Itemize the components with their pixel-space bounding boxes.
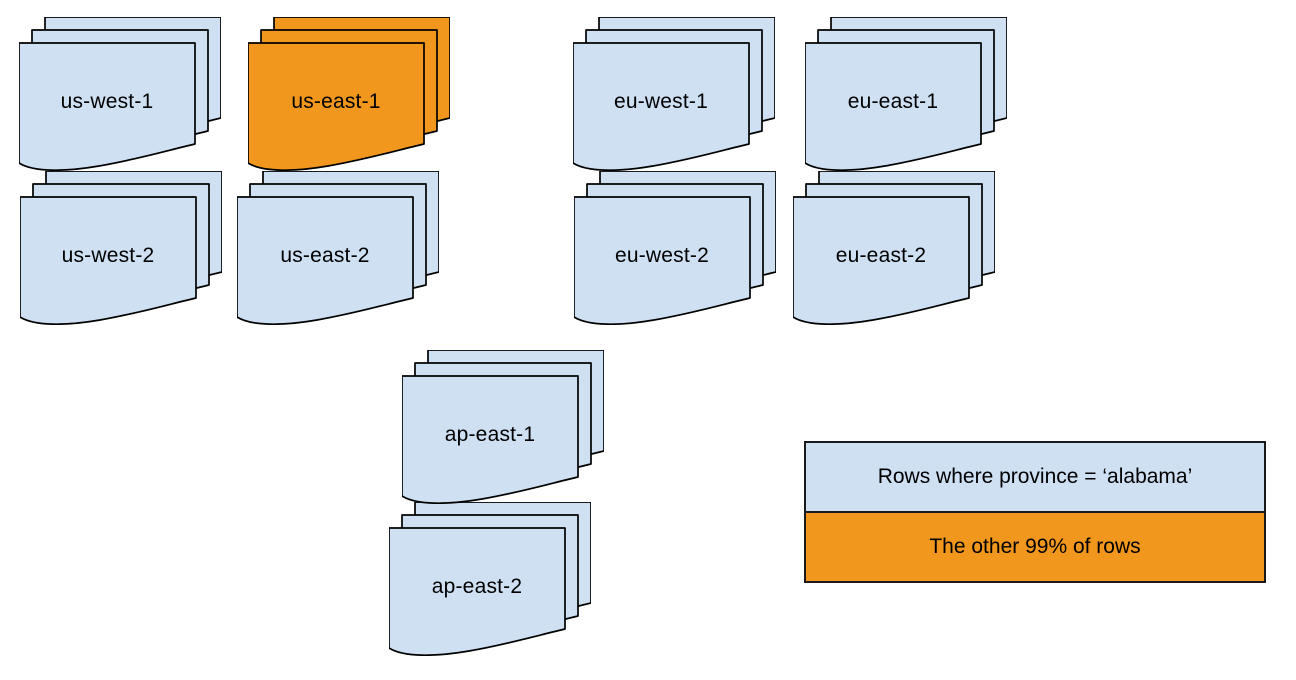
region-stack-eu-east-2: eu-east-2 <box>793 171 995 325</box>
document-stack-icon <box>805 17 1007 171</box>
document-stack-icon <box>574 171 776 325</box>
document-stack-icon <box>793 171 995 325</box>
region-stack-us-east-1: us-east-1 <box>248 17 450 171</box>
region-stack-eu-east-1: eu-east-1 <box>805 17 1007 171</box>
document-stack-icon <box>402 350 604 504</box>
region-stack-us-west-1: us-west-1 <box>19 17 221 171</box>
region-stack-ap-east-1: ap-east-1 <box>402 350 604 504</box>
region-stack-us-west-2: us-west-2 <box>20 171 222 325</box>
region-stack-us-east-2: us-east-2 <box>237 171 439 325</box>
document-stack-icon <box>237 171 439 325</box>
document-stack-icon <box>248 17 450 171</box>
legend-item-alabama-rows: Rows where province = ‘alabama’ <box>806 443 1264 511</box>
region-stack-eu-west-1: eu-west-1 <box>573 17 775 171</box>
legend-item-other-rows: The other 99% of rows <box>806 511 1264 581</box>
document-stack-icon <box>20 171 222 325</box>
document-stack-icon <box>389 502 591 656</box>
document-stack-icon <box>573 17 775 171</box>
region-stack-eu-west-2: eu-west-2 <box>574 171 776 325</box>
legend: Rows where province = ‘alabama’ The othe… <box>804 441 1266 583</box>
legend-label: Rows where province = ‘alabama’ <box>877 465 1193 488</box>
legend-label: The other 99% of rows <box>929 535 1141 558</box>
document-stack-icon <box>19 17 221 171</box>
region-stack-ap-east-2: ap-east-2 <box>389 502 591 656</box>
